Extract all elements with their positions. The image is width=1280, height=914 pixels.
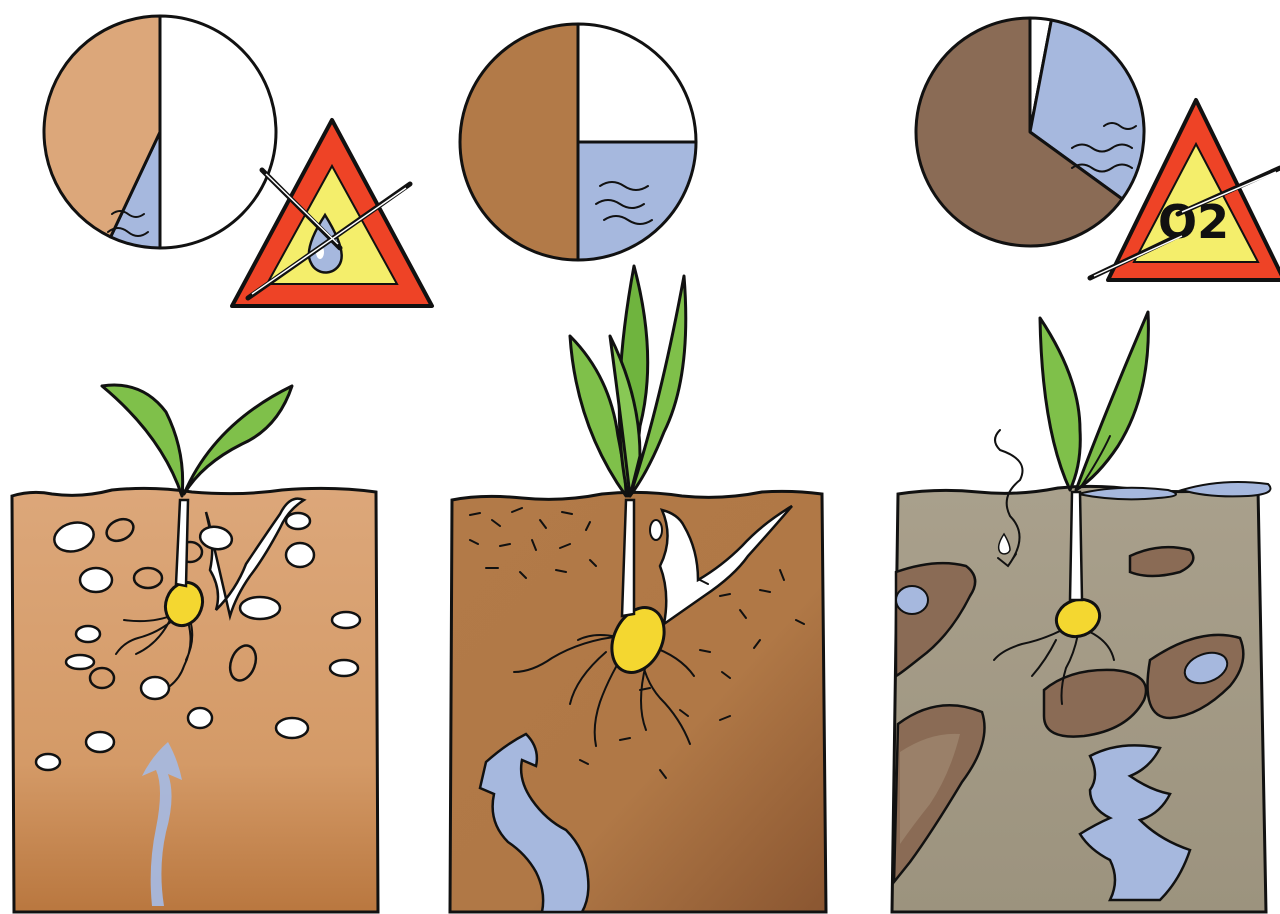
soil-panel-dry: [12, 385, 378, 912]
soil-panel-waterlogged: [892, 312, 1271, 912]
pie-slice-water: [578, 142, 696, 260]
plant-leaves: [570, 266, 686, 496]
seedling-leaves: [102, 385, 292, 496]
pie-slice-air: [578, 24, 696, 142]
pie-ideal: [460, 24, 696, 260]
seedling-leaves: [1040, 312, 1148, 490]
pie-waterlogged: [916, 18, 1144, 246]
pie-slice-soil: [460, 24, 578, 260]
soil-panel-ideal: [450, 266, 826, 912]
pie-slice-air: [160, 16, 276, 248]
pie-dry: [44, 16, 276, 248]
